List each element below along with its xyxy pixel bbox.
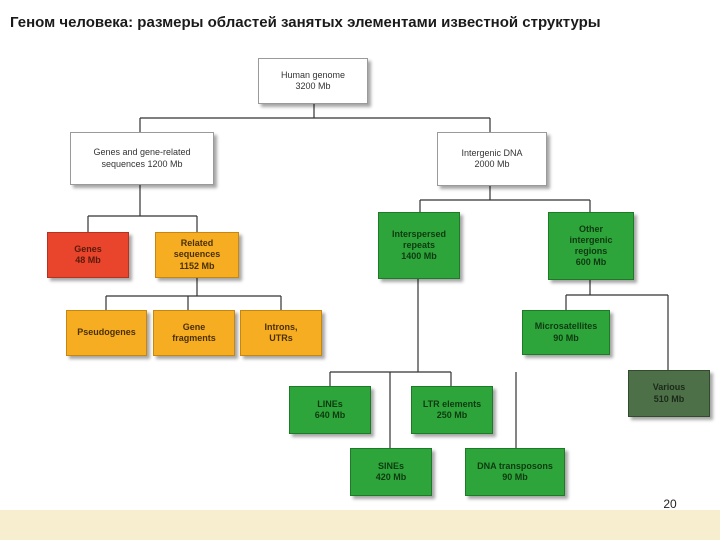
edge-intergenic: [419, 186, 591, 212]
edge-genes-related: [87, 185, 198, 232]
node-genes: Genes 48 Mb: [47, 232, 129, 278]
node-various-label: Various 510 Mb: [652, 382, 686, 404]
node-other-intergenic-label: Other intergenic regions 600 Mb: [569, 223, 613, 268]
node-ltr-elements-label: LTR elements 250 Mb: [422, 398, 482, 420]
node-genes-related: Genes and gene-related sequences 1200 Mb: [70, 132, 214, 185]
node-lines: LINEs 640 Mb: [289, 386, 371, 434]
node-other-intergenic: Other intergenic regions 600 Mb: [548, 212, 634, 280]
node-gene-fragments: Gene fragments: [153, 310, 235, 356]
node-lines-label: LINEs 640 Mb: [314, 398, 346, 420]
node-pseudogenes: Pseudogenes: [66, 310, 147, 356]
node-introns-utrs-label: Introns, UTRs: [264, 321, 298, 343]
node-pseudogenes-label: Pseudogenes: [77, 327, 136, 338]
node-sines: SINEs 420 Mb: [350, 448, 432, 496]
edge-interspersed: [329, 279, 517, 448]
node-ltr-elements: LTR elements 250 Mb: [411, 386, 493, 434]
node-human-genome: Human genome 3200 Mb: [258, 58, 368, 104]
node-intergenic-dna: Intergenic DNA 2000 Mb: [437, 132, 547, 186]
node-dna-transposons-label: DNA transposons 90 Mb: [477, 460, 553, 482]
node-sines-label: SINEs 420 Mb: [375, 460, 407, 482]
edge-root: [139, 104, 491, 132]
node-microsatellites-label: Microsatellites 90 Mb: [534, 321, 598, 343]
node-intergenic-dna-label: Intergenic DNA 2000 Mb: [461, 147, 523, 169]
node-genes-related-label: Genes and gene-related sequences 1200 Mb: [93, 147, 191, 169]
edge-related: [105, 278, 282, 310]
node-related-sequences: Related sequences 1152 Mb: [155, 232, 239, 278]
page-number: 20: [663, 497, 677, 511]
node-genes-label: Genes 48 Mb: [74, 243, 102, 265]
node-microsatellites: Microsatellites 90 Mb: [522, 310, 610, 355]
node-human-genome-label: Human genome 3200 Mb: [280, 69, 346, 91]
footer-band: [0, 510, 720, 540]
node-various: Various 510 Mb: [628, 370, 710, 417]
node-gene-fragments-label: Gene fragments: [172, 321, 216, 343]
node-introns-utrs: Introns, UTRs: [240, 310, 322, 356]
node-related-sequences-label: Related sequences 1152 Mb: [173, 238, 221, 271]
node-dna-transposons: DNA transposons 90 Mb: [465, 448, 565, 496]
node-interspersed-repeats-label: Interspersed repeats 1400 Mb: [391, 228, 447, 262]
edge-other: [565, 280, 669, 370]
slide-title: Геном человека: размеры областей занятых…: [10, 14, 601, 31]
node-interspersed-repeats: Interspersed repeats 1400 Mb: [378, 212, 460, 279]
